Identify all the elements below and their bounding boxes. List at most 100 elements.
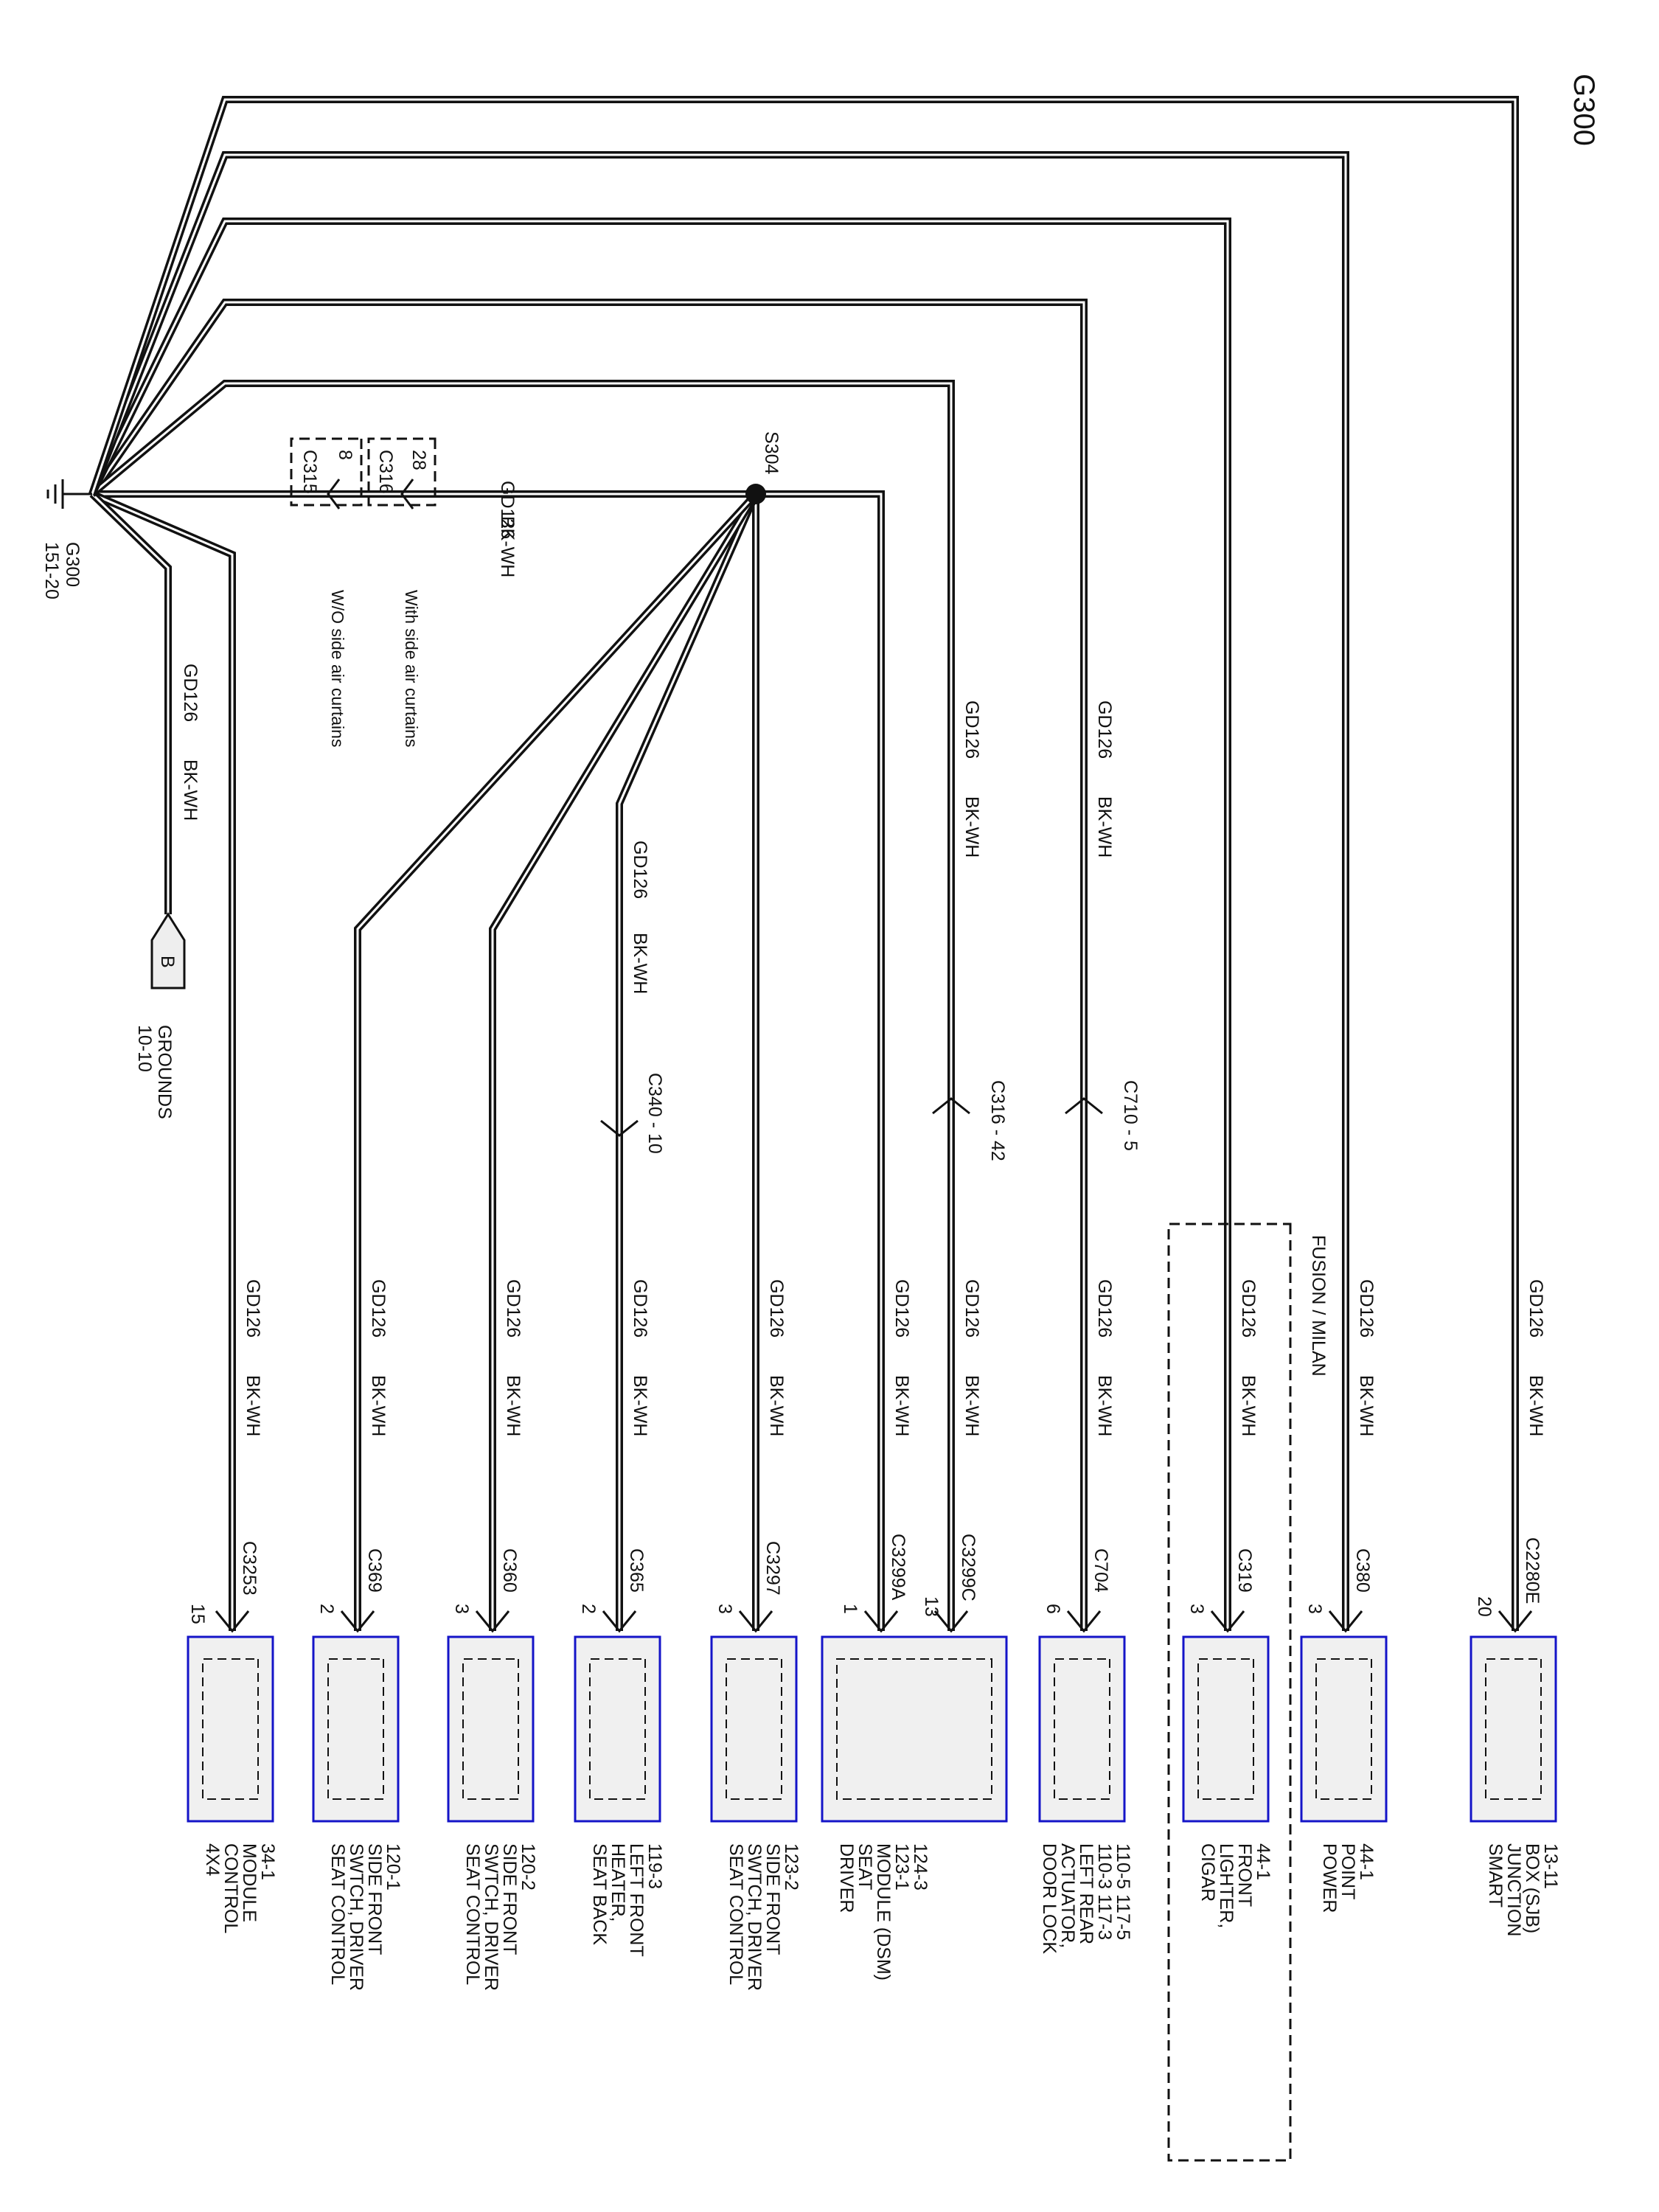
wire-circuit-label: GD126 [1526,1279,1546,1338]
module-line: 110-5 117-5 [1113,1843,1133,1940]
module-line: ACTUATOR, [1057,1843,1078,1948]
module-connector: C360 [499,1548,520,1593]
mid-connector-label: C710 - 5 [1120,1080,1141,1151]
module-line: 123-1 [891,1843,912,1891]
c315-pin: 8 [335,450,355,460]
c316-label: C316 [375,450,396,494]
c315-note: W/O side air curtains [328,590,347,747]
splice-label: S304 [761,431,782,474]
wire-color-label: BK-WH [630,933,650,994]
option-box [1167,1222,1292,2162]
wire-seat-switch-120-2 [489,492,759,1631]
module-line: HEATER, [608,1843,628,1922]
module-pin: 3 [451,1604,472,1614]
wire-circuit-label: GD126 [368,1279,389,1338]
module-line: SEAT CONTROL [327,1843,348,1985]
wire-color-label: BK-WH [1094,1375,1115,1436]
module-pin: 3 [1186,1604,1207,1614]
module-line: JUNCTION [1503,1843,1524,1936]
module-line: SEAT CONTROL [726,1843,746,1985]
diagram-title: G300 [1568,74,1600,146]
wire-circuit-label: GD126 [1238,1279,1259,1338]
grounds-name: GROUNDS [154,1025,175,1119]
module-seat-switch-123-2: C3297 3 SEAT CONTROL SWTCH, DRIVER SIDE … [710,1541,801,1991]
wire-dsm-c [89,380,955,1631]
module-line: MODULE (DSM) [873,1843,894,1980]
c315-label: C315 [299,450,320,494]
mid-connector-c316-42: C316 - 42 [932,1080,1008,1161]
module-line: MODULE [239,1843,260,1922]
module-power-point: C380 3 POWER POINT 44-1 [1300,1548,1388,1913]
ground-ref: 151-20 [41,542,62,599]
module-connector: C704 [1091,1548,1111,1593]
wire-color-label: BK-WH [1356,1375,1377,1436]
grounds-ref: 10-10 [134,1025,155,1072]
module-line: 124-3 [910,1843,931,1891]
module-connector: C3297 [762,1541,783,1596]
module-line: FRONT [1234,1843,1255,1907]
wire-circuit-label: GD126 [630,1279,650,1338]
module-pin: 2 [578,1604,599,1614]
grounds-letter: B [157,956,178,968]
mid-connector-label: C316 - 42 [987,1080,1008,1161]
option-box-label: FUSION / MILAN [1308,1235,1329,1377]
module-pin: 3 [714,1604,735,1614]
module-line: 120-1 [383,1843,403,1891]
wire-color-label: BK-WH [368,1375,389,1436]
wire-circuit-label: GD126 [766,1279,787,1338]
module-4x4: C3253 15 4X4 CONTROL MODULE 34-1 [187,1541,278,1933]
c316-note: With side air curtains [402,590,421,747]
wire-circuit-label: GD126 [891,1279,912,1338]
module-line: POINT [1338,1843,1358,1899]
module-line: SEAT CONTROL [462,1843,483,1985]
wire-circuit-label: GD126 [503,1279,524,1338]
c316-pin: 28 [408,450,429,470]
module-line: SIDE FRONT [364,1843,385,1955]
wire-group [88,96,1519,1631]
splice-node-icon [745,484,766,504]
wire-circuit-label: GD126 [1094,1279,1115,1338]
wire-door-lock [88,299,1088,1631]
module-connector: C369 [364,1548,385,1593]
module-line: 120-2 [518,1843,538,1891]
wire-color-label: BK-WH [243,1375,263,1436]
module-connector: C2280E [1522,1537,1543,1604]
module-seat-switch-120-1: C369 2 SEAT CONTROL SWTCH, DRIVER SIDE F… [312,1548,403,1991]
inline-connector-c316: 28 C316 With side air curtains [367,437,437,747]
wire-color-label: BK-WH [1526,1375,1546,1436]
module-line: CIGAR [1197,1843,1218,1902]
inline-connector-c315: 8 C315 W/O side air curtains [290,437,363,747]
module-connector-c: C3299C [958,1534,978,1601]
mid-connector-c340: C340 - 10 [600,1073,665,1154]
module-line: 123-2 [781,1843,801,1891]
wire-dsm-a [756,490,885,1631]
module-line: LEFT REAR [1076,1843,1096,1944]
module-line: 44-1 [1356,1843,1377,1880]
module-pin-c: 13 [921,1596,942,1617]
module-pin: 2 [316,1604,337,1614]
wire-color-label: BK-WH [630,1375,650,1436]
module-line: 110-3 117-3 [1094,1843,1115,1940]
module-line: DOOR LOCK [1039,1843,1060,1954]
wire-circuit-label: GD126 [961,1279,982,1338]
wire-circuit-label: GD126 [961,700,982,759]
module-pin-a: 1 [840,1604,860,1614]
module-connector: C380 [1352,1548,1373,1593]
wire-seat-heater [616,492,759,1631]
module-line: SWTCH, DRIVER [481,1843,501,1991]
module-line: LEFT FRONT [626,1843,647,1957]
module-line: 34-1 [257,1843,278,1880]
module-line: LIGHTER, [1216,1843,1237,1928]
wire-power-point [88,151,1349,1631]
module-seat-heater: C365 2 SEAT BACK HEATER, LEFT FRONT 119-… [574,1548,665,1957]
module-sjb: C2280E 20 SMART JUNCTION BOX (SJB) 13-11 [1470,1537,1561,1936]
wire-color-label: BK-WH [961,1375,982,1436]
module-wire-labels: GD126 BK-WH GD126 BK-WH GD126 BK-WH GD12… [243,1279,1546,1436]
wire-color-label: BK-WH [497,516,518,577]
module-line: SIDE FRONT [762,1843,783,1955]
module-connector: C365 [626,1548,647,1593]
wire-color-label: BK-WH [891,1375,912,1436]
